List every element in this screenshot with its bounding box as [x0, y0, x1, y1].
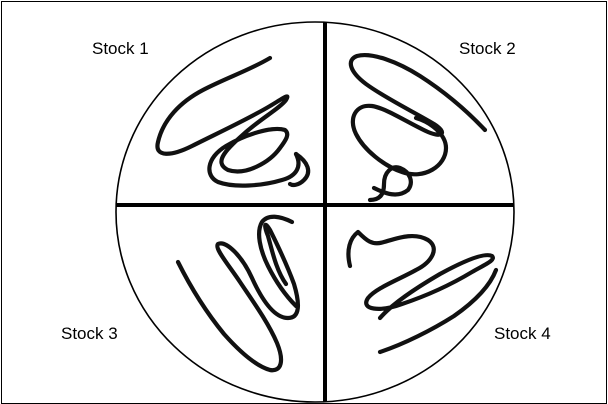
label-stock-4: Stock 4: [494, 324, 551, 343]
label-stock-1: Stock 1: [92, 39, 149, 58]
label-stock-3: Stock 3: [61, 324, 118, 343]
label-stock-2: Stock 2: [459, 39, 516, 58]
petri-dish-plate: [116, 22, 514, 402]
